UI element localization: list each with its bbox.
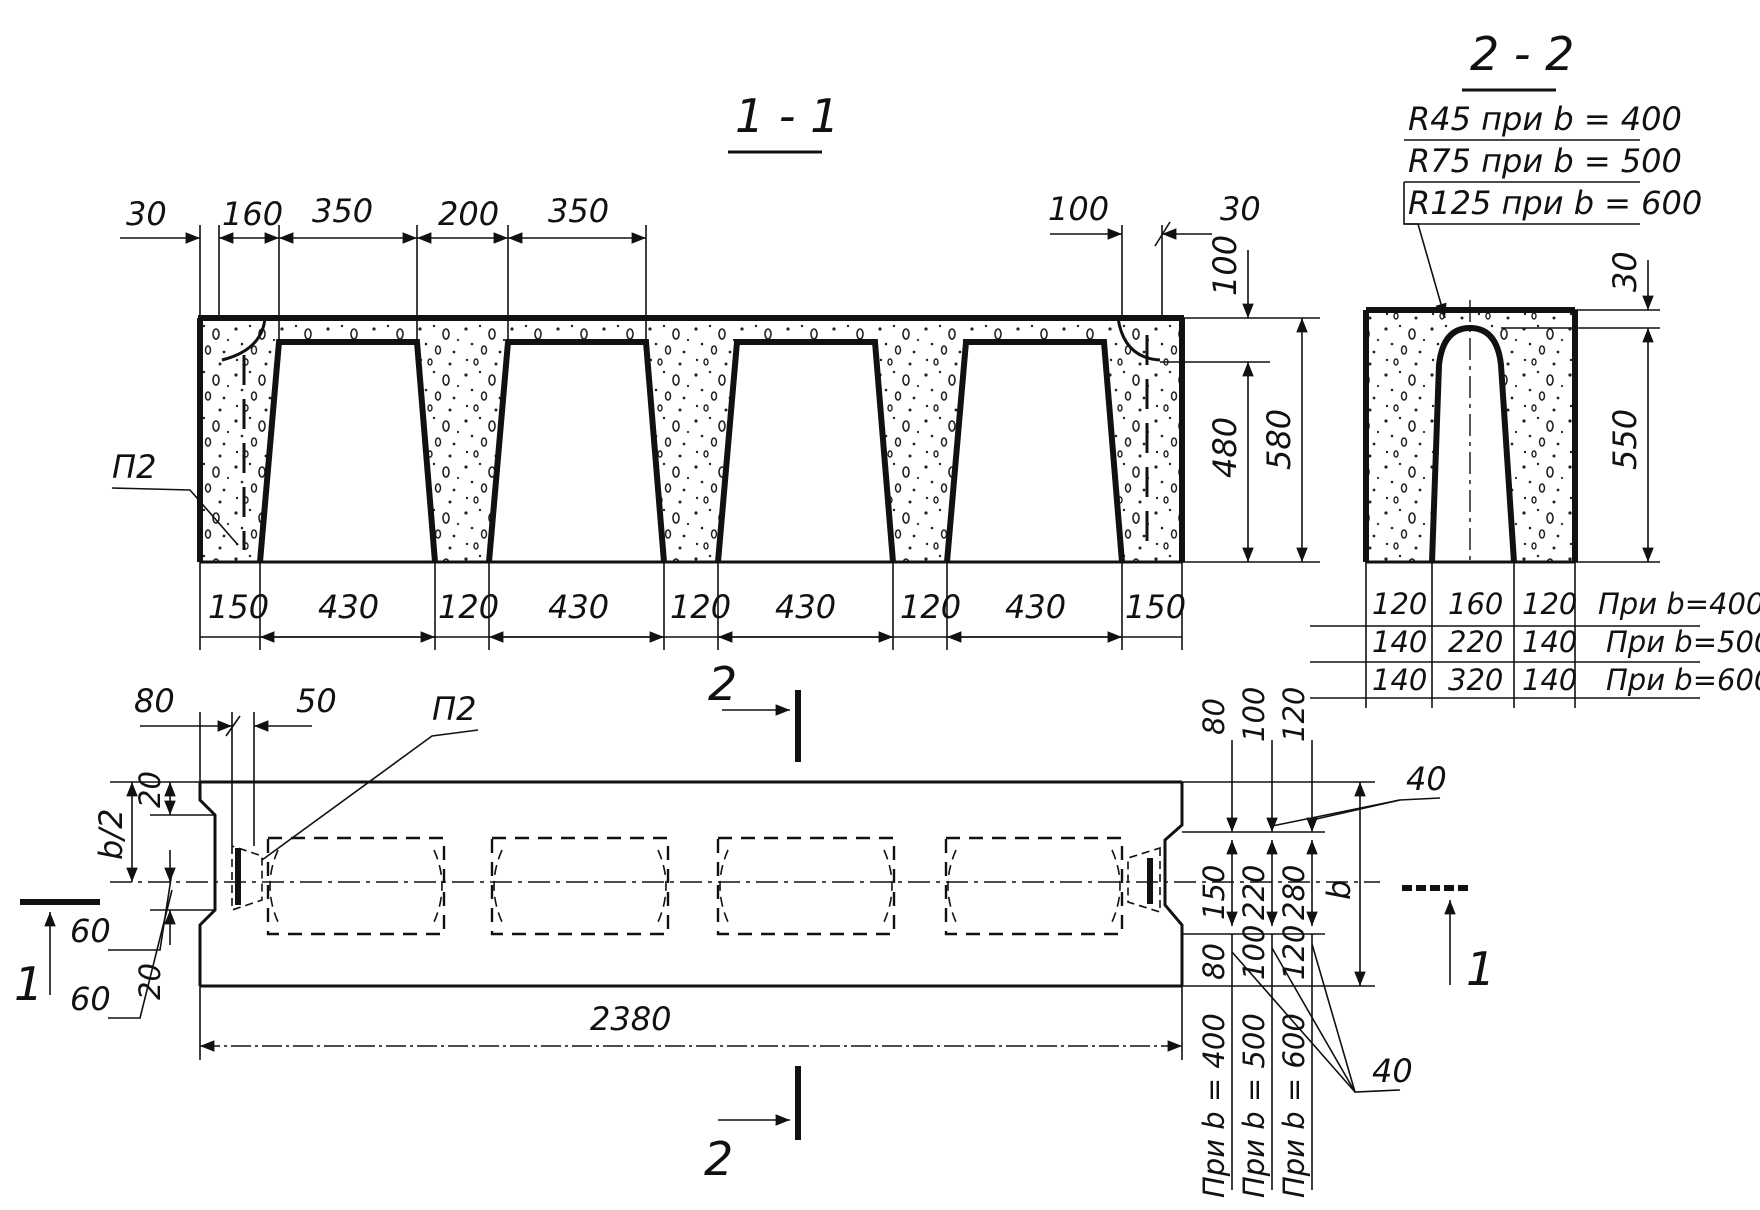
w-600-a: 140: [1372, 663, 1427, 697]
cut-marker-1-left: 1: [14, 899, 100, 1011]
radius-note-400: R45 при b = 400: [1408, 100, 1682, 138]
mark-p2-plan: П2: [432, 690, 476, 728]
cut-marker-1-right: 1: [1402, 885, 1495, 996]
dim-v-100: 100: [1206, 235, 1244, 296]
note-600: При b=600: [1606, 663, 1760, 697]
dim-top-30-left: 30: [126, 195, 167, 233]
dim-2-2-550: 550: [1606, 409, 1644, 470]
title-2-2: 2 - 2: [1470, 27, 1574, 81]
plan-r-top-80: 80: [1197, 698, 1231, 735]
plan-r-bot-100: 100: [1237, 925, 1271, 980]
plan-r-mid-220: 220: [1237, 865, 1271, 920]
title-1-1: 1 - 1: [735, 89, 839, 143]
dim-bot-150-right: 150: [1125, 588, 1186, 626]
plan-dim-20-bottom: 20: [133, 963, 167, 1000]
plan-dim-40-bottom: 40: [1372, 1052, 1413, 1090]
plan-r-top-100: 100: [1237, 687, 1271, 742]
dim-top-100: 100: [1048, 190, 1109, 228]
w-600-b: 320: [1448, 663, 1503, 697]
dim-bot-430-c: 430: [775, 588, 836, 626]
dim-top-30-right: 30: [1220, 190, 1261, 228]
plan-dim-20-top: 20: [133, 771, 167, 808]
dim-top-200: 200: [438, 195, 499, 233]
cut-marker-2-bottom: 2: [704, 1066, 801, 1186]
dim-bot-120-b: 120: [670, 588, 731, 626]
radius-note-600: R125 при b = 600: [1408, 184, 1702, 222]
plan-r-mid-150: 150: [1197, 865, 1231, 920]
w-500-c: 140: [1522, 625, 1577, 659]
plan-r-mid-280: 280: [1277, 865, 1311, 920]
plan-r-bot-120: 120: [1277, 925, 1311, 980]
plan-dim-b: b: [1320, 880, 1358, 900]
dim-2-2-30: 30: [1606, 251, 1644, 292]
plan-view-dimensions: 80 50 П2 20 b/2 60 60 20 2380 b: [70, 682, 1447, 1198]
dim-bot-430-b: 430: [548, 588, 609, 626]
w-600-c: 140: [1522, 663, 1577, 697]
plan-note-600: При b = 600: [1277, 1013, 1311, 1198]
plan-r-bot-80: 80: [1197, 943, 1231, 980]
w-500-a: 140: [1372, 625, 1427, 659]
plan-dim-40-top: 40: [1406, 760, 1447, 798]
plan-view-drawing: [110, 780, 1380, 988]
cut-2-bottom-label: 2: [704, 1132, 733, 1186]
dim-top-160: 160: [222, 195, 283, 233]
mark-p2-section: П2: [112, 448, 156, 486]
section-2-2-drawing: [1363, 300, 1578, 565]
plan-r-top-120: 120: [1277, 687, 1311, 742]
plan-length-2380: 2380: [590, 1000, 671, 1038]
plan-dim-60-b: 60: [70, 980, 111, 1018]
section-1-1-dimensions: 30 160 350 200 350 100 30 150 430 120 43…: [111, 190, 1320, 650]
dim-top-350-b: 350: [548, 192, 609, 230]
dim-v-580: 580: [1260, 409, 1298, 470]
plan-note-500: При b = 500: [1237, 1013, 1271, 1198]
cut-1-left-label: 1: [14, 957, 43, 1011]
plan-dim-50: 50: [296, 682, 337, 720]
dim-v-480: 480: [1206, 417, 1244, 478]
dim-bot-150-left: 150: [208, 588, 269, 626]
plan-dim-60-a: 60: [70, 912, 111, 950]
note-400: При b=400: [1598, 587, 1760, 621]
w-400-c: 120: [1522, 587, 1577, 621]
dim-bot-120-a: 120: [438, 588, 499, 626]
note-500: При b=500: [1606, 625, 1760, 659]
w-500-b: 220: [1448, 625, 1503, 659]
plan-dim-80: 80: [134, 682, 175, 720]
cut-marker-2-top: 2: [708, 657, 801, 762]
w-400-a: 120: [1372, 587, 1427, 621]
dim-bot-430-d: 430: [1005, 588, 1066, 626]
dim-top-350-a: 350: [312, 192, 373, 230]
cut-2-top-label: 2: [708, 657, 737, 711]
plan-dim-b-half: b/2: [92, 809, 130, 860]
title-section-2-2: 2 - 2: [1462, 27, 1574, 92]
w-400-b: 160: [1448, 587, 1503, 621]
radius-note-500: R75 при b = 500: [1408, 142, 1682, 180]
dim-bot-120-c: 120: [900, 588, 961, 626]
section-2-2-notes: R45 при b = 400 R75 при b = 500 R125 при…: [1310, 100, 1760, 708]
dim-bot-430-a: 430: [318, 588, 379, 626]
title-section-1-1: 1 - 1: [728, 89, 839, 154]
plan-note-400: При b = 400: [1197, 1013, 1231, 1198]
section-1-1-drawing: [197, 315, 1185, 564]
cut-1-right-label: 1: [1466, 942, 1495, 996]
